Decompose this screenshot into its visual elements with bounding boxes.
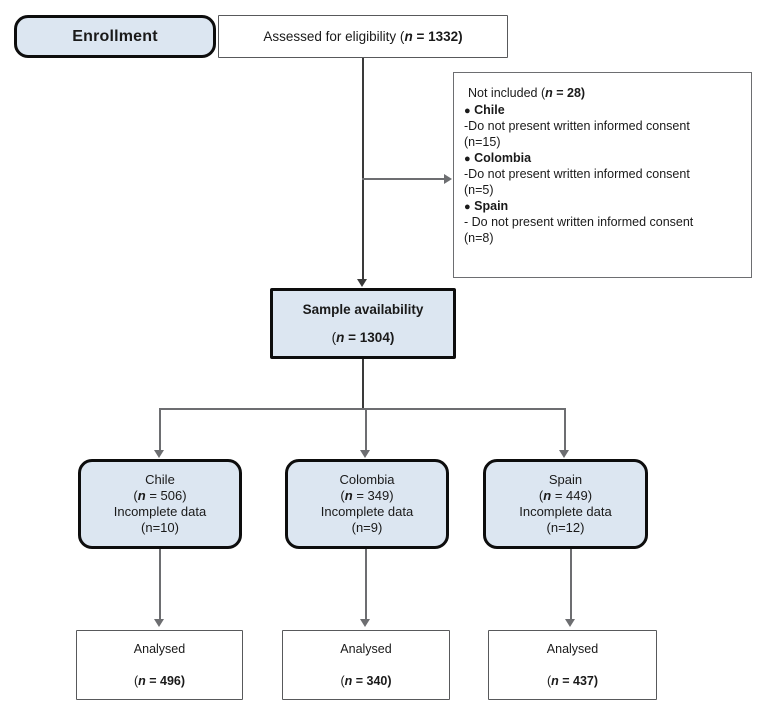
count-n: n xyxy=(344,488,353,504)
country-spain-text: Spain (n = 449) Incomplete data (n=12) xyxy=(519,472,612,535)
analysed-colombia-label: Analysed xyxy=(340,642,392,656)
assessed-for-eligibility-box: Assessed for eligibility (n = 1332) xyxy=(218,15,508,58)
not-included-country-name: Colombia xyxy=(474,151,532,166)
country-colombia-count: (n = 349) xyxy=(321,488,414,504)
arrowhead-to-colombia xyxy=(360,450,370,458)
not-included-country-chile: ● Chile xyxy=(464,102,743,118)
count-before: ( xyxy=(340,488,345,504)
country-chile-incomplete-count: (n=10) xyxy=(141,519,179,535)
sample-count-before: ( xyxy=(331,330,337,345)
assessed-text-after: = 1332) xyxy=(412,29,463,44)
arrowhead-to-spain xyxy=(559,450,569,458)
connector-spain-to-analysed xyxy=(570,549,572,621)
count-after: = 340) xyxy=(352,674,392,688)
enrollment-label: Enrollment xyxy=(72,27,158,45)
count-after: = 506) xyxy=(145,488,187,504)
not-included-heading: Not included (n = 28) xyxy=(468,85,743,101)
country-spain-incomplete-label: Incomplete data xyxy=(519,504,612,519)
sample-availability-title: Sample availability xyxy=(302,302,424,317)
arrowhead-to-not-included xyxy=(444,174,452,184)
count-before: ( xyxy=(340,674,345,688)
connector-branch-horizontal xyxy=(159,408,566,410)
count-before: ( xyxy=(133,674,139,688)
assessed-text-before: Assessed for eligibility ( xyxy=(263,29,405,44)
count-after: = 349) xyxy=(352,488,394,504)
country-colombia-name: Colombia xyxy=(339,472,395,488)
count-before: ( xyxy=(538,488,544,504)
connector-chile-to-analysed xyxy=(159,549,161,621)
not-included-reason-colombia: -Do not present written informed consent xyxy=(464,167,690,182)
count-n: n xyxy=(138,674,146,688)
not-included-heading-n: n xyxy=(545,86,553,100)
arrowhead-to-analysed-colombia xyxy=(360,619,370,627)
assessed-n-symbol: n xyxy=(404,29,413,44)
country-colombia-text: Colombia (n = 349) Incomplete data (n=9) xyxy=(321,472,414,535)
count-n: n xyxy=(137,488,146,504)
not-included-count-chile: (n=15) xyxy=(464,135,501,150)
sample-count-n: n xyxy=(336,330,345,345)
not-included-country-spain: ● Spain xyxy=(464,198,743,214)
arrowhead-to-chile xyxy=(154,450,164,458)
country-colombia-incomplete-label: Incomplete data xyxy=(320,504,414,519)
arrowhead-to-sample-availability xyxy=(357,279,367,287)
connector-assessed-to-sample xyxy=(362,58,364,280)
not-included-count-colombia: (n=5) xyxy=(464,183,494,198)
analysed-chile-count: (n = 496) xyxy=(134,674,185,688)
analysed-box-chile: Analysed (n = 496) xyxy=(76,630,243,700)
enrollment-box: Enrollment xyxy=(14,15,216,58)
country-chile-name: Chile xyxy=(145,472,175,488)
count-before: ( xyxy=(133,488,138,504)
bullet-icon: ● xyxy=(464,153,471,166)
connector-branch-spain xyxy=(564,408,566,452)
bullet-icon: ● xyxy=(464,105,471,117)
analysed-chile-label: Analysed xyxy=(133,642,186,656)
bullet-icon: ● xyxy=(464,201,471,214)
count-after: = 496) xyxy=(145,674,186,688)
not-included-reason-spain: - Do not present written informed consen… xyxy=(464,215,694,230)
country-box-spain: Spain (n = 449) Incomplete data (n=12) xyxy=(483,459,648,549)
not-included-heading-after: = 28) xyxy=(552,86,586,100)
not-included-country-colombia: ● Colombia xyxy=(464,150,743,166)
not-included-count-spain: (n=8) xyxy=(464,231,494,246)
not-included-box: Not included (n = 28) ● Chile -Do not pr… xyxy=(453,72,752,278)
arrowhead-to-analysed-chile xyxy=(154,619,164,627)
country-chile-incomplete-label: Incomplete data xyxy=(113,504,207,519)
sample-count-after: = 1304) xyxy=(344,330,395,345)
country-spain-incomplete-count: (n=12) xyxy=(546,519,585,535)
connector-colombia-to-analysed xyxy=(365,549,367,621)
analysed-spain-label: Analysed xyxy=(546,642,599,656)
sample-availability-count: (n = 1304) xyxy=(332,330,395,345)
connector-branch-colombia xyxy=(365,408,367,452)
count-n: n xyxy=(543,488,552,504)
count-n: n xyxy=(344,674,353,688)
country-chile-text: Chile (n = 506) Incomplete data (n=10) xyxy=(114,472,207,535)
sample-availability-box: Sample availability (n = 1304) xyxy=(270,288,456,359)
country-box-chile: Chile (n = 506) Incomplete data (n=10) xyxy=(78,459,242,549)
assessed-label: Assessed for eligibility (n = 1332) xyxy=(263,29,462,44)
connector-branch-chile xyxy=(159,408,161,452)
connector-sample-trunk xyxy=(362,359,364,409)
analysed-box-colombia: Analysed (n = 340) xyxy=(282,630,450,700)
analysed-box-spain: Analysed (n = 437) xyxy=(488,630,657,700)
count-n: n xyxy=(551,674,559,688)
connector-to-not-included xyxy=(362,178,445,180)
count-after: = 437) xyxy=(558,674,599,688)
arrowhead-to-analysed-spain xyxy=(565,619,575,627)
not-included-reason-chile: -Do not present written informed consent xyxy=(464,119,690,134)
analysed-spain-count: (n = 437) xyxy=(547,674,598,688)
country-chile-count: (n = 506) xyxy=(114,488,207,504)
count-after: = 449) xyxy=(551,488,593,504)
analysed-colombia-count: (n = 340) xyxy=(340,674,391,688)
count-before: ( xyxy=(546,674,552,688)
country-spain-count: (n = 449) xyxy=(519,488,612,504)
country-box-colombia: Colombia (n = 349) Incomplete data (n=9) xyxy=(285,459,449,549)
country-spain-name: Spain xyxy=(548,472,583,488)
not-included-country-name: Spain xyxy=(474,199,509,214)
country-colombia-incomplete-count: (n=9) xyxy=(351,519,383,535)
not-included-heading-before: Not included ( xyxy=(468,86,546,100)
not-included-country-name: Chile xyxy=(474,103,505,117)
